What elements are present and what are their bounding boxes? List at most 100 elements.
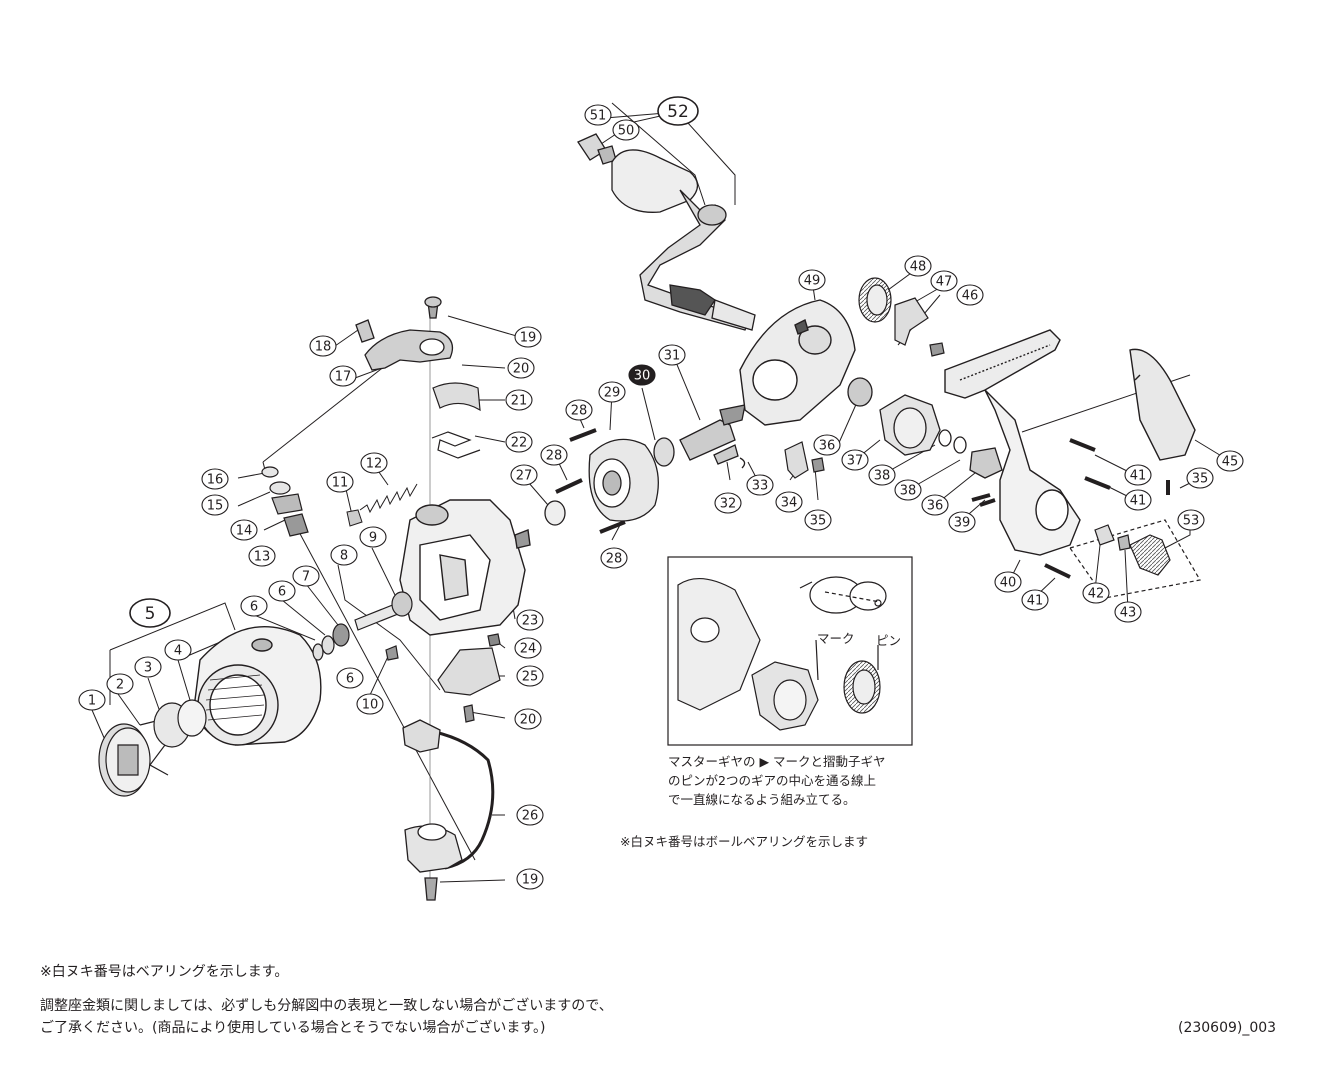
callout-number: 8 <box>340 549 348 564</box>
callout-number: 36 <box>819 439 836 454</box>
callout-35: 35 <box>804 509 832 531</box>
callout-number: 37 <box>847 454 864 469</box>
callout-17: 17 <box>329 365 357 387</box>
callout-number: 41 <box>1027 594 1044 609</box>
callout-37: 37 <box>841 449 869 471</box>
callout-2: 2 <box>106 673 134 695</box>
callout-number: 10 <box>362 698 379 713</box>
callout-26: 26 <box>516 804 544 826</box>
callout-25: 25 <box>516 665 544 687</box>
callout-9: 9 <box>359 526 387 548</box>
callout-6: 6 <box>240 595 268 617</box>
callout-10: 10 <box>356 693 384 715</box>
callout-number: 18 <box>315 340 332 355</box>
callout-number: 49 <box>804 274 821 289</box>
callout-number: 31 <box>664 349 681 364</box>
rotor-cover-parts <box>431 382 481 459</box>
callout-number: 41 <box>1130 469 1147 484</box>
callout-38: 38 <box>868 464 896 486</box>
callout-6: 6 <box>336 667 364 689</box>
callout-32: 32 <box>714 492 742 514</box>
callout-28: 28 <box>565 399 593 421</box>
callout-number: 20 <box>513 362 530 377</box>
callout-number: 36 <box>927 499 944 514</box>
callout-number: 41 <box>1130 494 1147 509</box>
callout-number: 20 <box>520 713 537 728</box>
oscillating-gear-parts <box>858 277 945 357</box>
callout-52: 52 <box>657 96 699 126</box>
callout-number: 38 <box>900 484 917 499</box>
callout-number: 6 <box>250 600 258 615</box>
callout-number: 35 <box>810 514 827 529</box>
stopper-parts <box>784 441 825 479</box>
callout-35: 35 <box>1186 467 1214 489</box>
callout-number: 38 <box>874 469 891 484</box>
callout-number: 19 <box>522 873 539 888</box>
callout-41: 41 <box>1021 589 1049 611</box>
callout-number: 27 <box>516 469 533 484</box>
inset-instruction-2: のピンが2つのギアの中心を通る線上 <box>668 773 876 788</box>
callout-number: 40 <box>1000 576 1017 591</box>
handle-assembly <box>577 133 756 331</box>
bail-spring <box>346 483 418 527</box>
callout-41: 41 <box>1124 464 1152 486</box>
callout-number: 39 <box>954 516 971 531</box>
callout-number: 7 <box>302 570 310 585</box>
inset-gear-alignment <box>667 556 913 746</box>
callout-11: 11 <box>326 471 354 493</box>
callout-number: 48 <box>910 260 927 275</box>
callout-1: 1 <box>78 689 106 711</box>
callout-number: 24 <box>520 642 537 657</box>
inset-instruction-1: マスターギヤの ▶ マークと摺動子ギヤ <box>668 754 886 769</box>
callout-number: 29 <box>604 386 621 401</box>
callout-number: 16 <box>207 473 224 488</box>
callout-number: 22 <box>511 436 528 451</box>
callout-5: 5 <box>129 598 171 628</box>
callout-29: 29 <box>598 381 626 403</box>
callout-34: 34 <box>775 491 803 513</box>
callout-number: 12 <box>366 457 383 472</box>
callout-24: 24 <box>514 637 542 659</box>
callout-number: 35 <box>1192 472 1209 487</box>
body-bearing-parts <box>544 404 746 534</box>
callout-36: 36 <box>921 494 949 516</box>
callout-7: 7 <box>292 565 320 587</box>
callout-18: 18 <box>309 335 337 357</box>
inset-mark-label: マーク <box>817 631 855 646</box>
callout-19: 19 <box>514 326 542 348</box>
callout-16: 16 <box>201 468 229 490</box>
reel-foot-body <box>944 329 1081 556</box>
callout-27: 27 <box>510 464 538 486</box>
callout-19: 19 <box>516 868 544 890</box>
callout-40: 40 <box>994 571 1022 593</box>
callout-4: 4 <box>164 639 192 661</box>
washer-note-line1: 調整座金類に関しましては、必ずしも分解図中の表現と一致しない場合がございますので… <box>40 998 613 1014</box>
callout-number: 51 <box>590 109 607 124</box>
side-cover <box>1129 348 1196 461</box>
callout-number: 4 <box>174 644 182 659</box>
callout-28: 28 <box>540 444 568 466</box>
callout-21: 21 <box>505 389 533 411</box>
callout-23: 23 <box>516 609 544 631</box>
callout-number: 53 <box>1183 514 1200 529</box>
inset-pin-label: ピン <box>876 633 902 648</box>
callout-31: 31 <box>658 344 686 366</box>
bearing-note: ※白ヌキ番号はベアリングを示します。 <box>40 964 289 980</box>
callout-number: 11 <box>332 476 349 491</box>
callout-number: 28 <box>546 449 563 464</box>
callout-36: 36 <box>813 434 841 456</box>
callout-number: 50 <box>618 124 635 139</box>
callout-number: 6 <box>278 585 286 600</box>
callout-number: 47 <box>936 275 953 290</box>
callout-number: 21 <box>511 394 528 409</box>
callout-number: 46 <box>962 289 979 304</box>
callout-20: 20 <box>514 708 542 730</box>
inset-instruction-3: で一直線になるよう組み立てる。 <box>668 792 856 807</box>
callout-45: 45 <box>1216 450 1244 472</box>
callout-15: 15 <box>201 494 229 516</box>
drag-knob-parts <box>98 699 207 797</box>
callout-48: 48 <box>904 255 932 277</box>
callout-number: 28 <box>571 404 588 419</box>
callout-number: 6 <box>346 672 354 687</box>
